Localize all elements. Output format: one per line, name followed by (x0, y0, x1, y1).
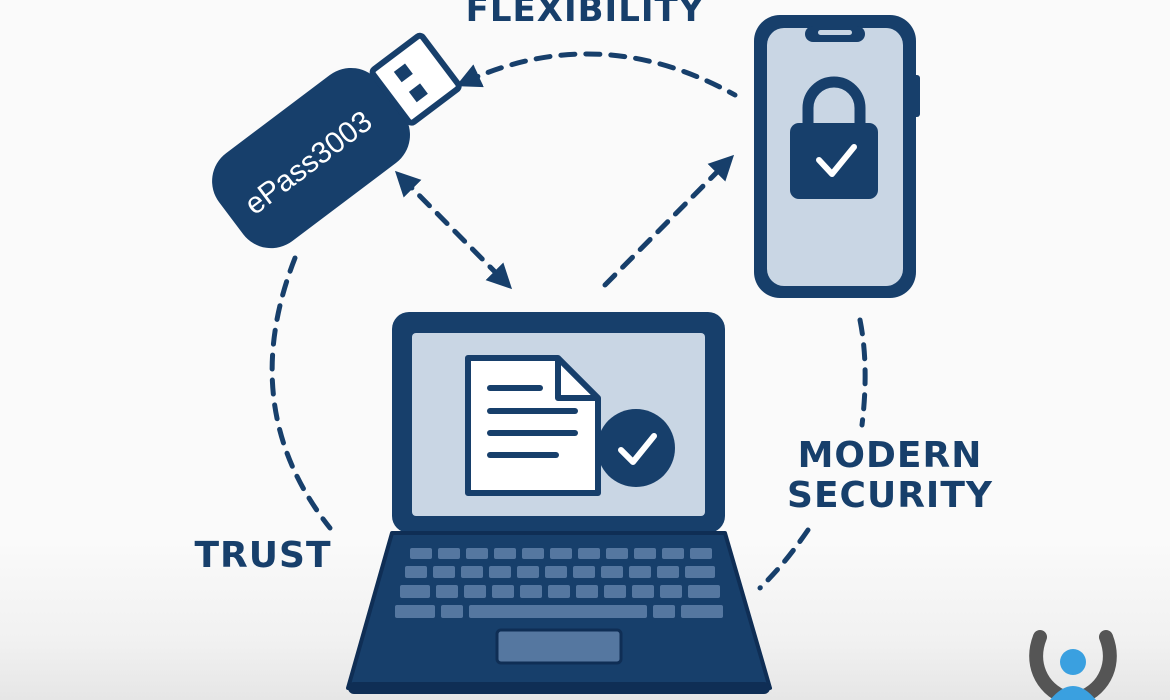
usb-laptop-double-arrow (394, 170, 513, 290)
usb-token-icon: ePass3003 (212, 32, 462, 249)
person-logo-icon (1029, 630, 1117, 700)
checkmark-icon (816, 144, 857, 177)
document-icon (465, 355, 601, 496)
padlock-icon (790, 76, 878, 199)
checkmark-icon (618, 433, 657, 465)
laptop-phone-arrow (602, 154, 735, 288)
modern-security-line-1: MODERN (797, 435, 983, 476)
verified-badge (597, 409, 675, 487)
modern-security-arc-connector-bottom (757, 527, 811, 591)
laptop-keyboard (395, 548, 723, 618)
laptop-trackpad (495, 628, 623, 665)
modern-security-label: MODERN SECURITY (780, 436, 1000, 515)
flexibility-label: FLEXIBILITY (465, 0, 705, 30)
trust-label: TRUST (194, 535, 332, 576)
modern-security-arc-connector-top (857, 317, 868, 428)
flexibility-arc-connector (455, 51, 738, 98)
trust-arc-connector (269, 255, 333, 531)
smartphone-icon (754, 15, 920, 298)
modern-security-line-2: SECURITY (787, 474, 993, 516)
laptop-icon (346, 312, 772, 694)
